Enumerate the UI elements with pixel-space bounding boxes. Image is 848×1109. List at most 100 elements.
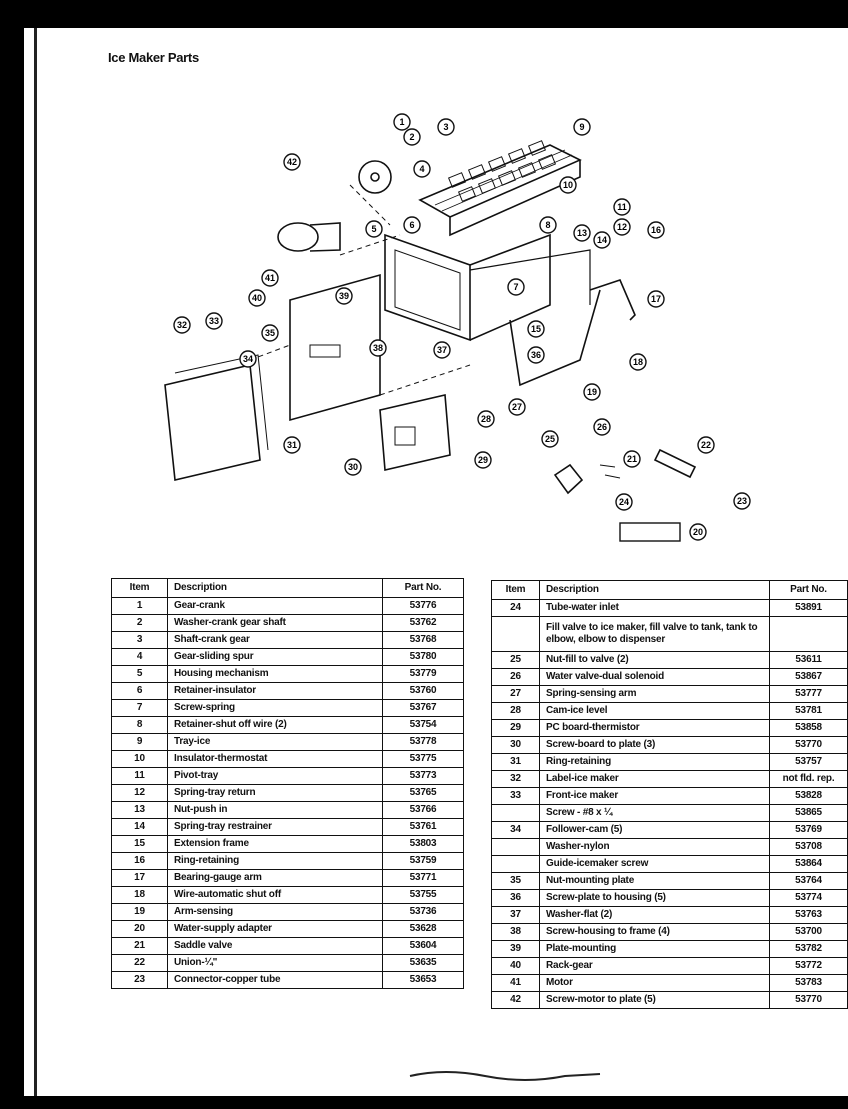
cell-part-no: 53611 xyxy=(769,651,848,669)
cell-part-no: 53776 xyxy=(382,597,464,615)
cell-description: Screw-board to plate (3) xyxy=(539,736,770,754)
cell-description: Washer-flat (2) xyxy=(539,906,770,924)
header-description: Description xyxy=(539,580,770,600)
cell-description: Washer-nylon xyxy=(539,838,770,856)
cell-part-no: 53770 xyxy=(769,736,848,754)
callout-30: 30 xyxy=(344,458,362,476)
ice-tray-shape xyxy=(418,144,582,218)
cell-part-no: 53803 xyxy=(382,835,464,853)
cell-description: Screw-housing to frame (4) xyxy=(539,923,770,941)
svg-text:18: 18 xyxy=(633,357,643,367)
cell-description: Housing mechanism xyxy=(167,665,383,683)
svg-text:19: 19 xyxy=(587,387,597,397)
callout-17: 17 xyxy=(647,290,665,308)
cell-description: Screw-spring xyxy=(167,699,383,717)
cell-description: Rack-gear xyxy=(539,957,770,975)
scan-border-left xyxy=(0,0,24,1109)
svg-text:32: 32 xyxy=(177,320,187,330)
svg-text:14: 14 xyxy=(597,235,607,245)
cell-part-no: 53772 xyxy=(769,957,848,975)
header-item: Item xyxy=(111,578,168,598)
svg-text:16: 16 xyxy=(651,225,661,235)
cell-item xyxy=(491,616,540,652)
cell-description: Spring-tray restrainer xyxy=(167,818,383,836)
cell-description: Connector-copper tube xyxy=(167,971,383,989)
mounting-plate-shape xyxy=(289,273,381,422)
svg-text:24: 24 xyxy=(619,497,629,507)
cell-part-no: 53782 xyxy=(769,940,848,958)
cell-description: Tray-ice xyxy=(167,733,383,751)
cell-part-no: 53767 xyxy=(382,699,464,717)
svg-text:20: 20 xyxy=(693,527,703,537)
table-row: Fill valve to ice maker, fill valve to t… xyxy=(491,616,848,652)
svg-text:3: 3 xyxy=(443,122,448,132)
cell-part-no: 53700 xyxy=(769,923,848,941)
cell-item: 24 xyxy=(491,599,540,617)
cell-item: 38 xyxy=(491,923,540,941)
svg-text:21: 21 xyxy=(627,454,637,464)
cell-description: Motor xyxy=(539,974,770,992)
cell-part-no: 53769 xyxy=(769,821,848,839)
cell-description: Nut-push in xyxy=(167,801,383,819)
cell-part-no: 53777 xyxy=(769,685,848,703)
callout-25: 25 xyxy=(541,430,559,448)
svg-text:11: 11 xyxy=(617,202,627,212)
cell-item: 21 xyxy=(111,937,168,955)
svg-text:1: 1 xyxy=(399,117,404,127)
cell-item: 10 xyxy=(111,750,168,768)
cell-item: 7 xyxy=(111,699,168,717)
cell-item: 13 xyxy=(111,801,168,819)
cell-item: 35 xyxy=(491,872,540,890)
sensing-arm-shape xyxy=(509,289,601,387)
motor-shape xyxy=(277,222,319,252)
svg-text:31: 31 xyxy=(287,440,297,450)
callout-41: 41 xyxy=(261,269,279,287)
cell-description: Retainer-insulator xyxy=(167,682,383,700)
callout-37: 37 xyxy=(433,341,451,359)
cell-description: Bearing-gauge arm xyxy=(167,869,383,887)
svg-text:13: 13 xyxy=(577,228,587,238)
svg-text:6: 6 xyxy=(409,220,414,230)
cell-description: Retainer-shut off wire (2) xyxy=(167,716,383,734)
cell-item: 39 xyxy=(491,940,540,958)
callout-5: 5 xyxy=(365,220,383,238)
cell-item xyxy=(491,855,540,873)
cell-part-no: 53768 xyxy=(382,631,464,649)
cell-item: 37 xyxy=(491,906,540,924)
cell-part-no: 53858 xyxy=(769,719,848,737)
cell-description: Screw - #8 x ¼ xyxy=(539,804,770,822)
svg-text:37: 37 xyxy=(437,345,447,355)
cell-part-no: 53736 xyxy=(382,903,464,921)
cell-description: Follower-cam (5) xyxy=(539,821,770,839)
cell-item: 15 xyxy=(111,835,168,853)
callout-12: 12 xyxy=(613,218,631,236)
gear-crank-shape xyxy=(358,160,392,194)
cell-item: 23 xyxy=(111,971,168,989)
cell-description: Front-ice maker xyxy=(539,787,770,805)
water-supply-adapter-shape xyxy=(619,522,681,542)
cell-part-no: 53604 xyxy=(382,937,464,955)
cell-item: 3 xyxy=(111,631,168,649)
svg-text:9: 9 xyxy=(579,122,584,132)
svg-text:8: 8 xyxy=(545,220,550,230)
cell-item: 16 xyxy=(111,852,168,870)
cell-description: Washer-crank gear shaft xyxy=(167,614,383,632)
svg-text:35: 35 xyxy=(265,328,275,338)
callout-32: 32 xyxy=(173,316,191,334)
table-header-row: Item Description Part No. xyxy=(111,578,464,598)
callout-8: 8 xyxy=(539,216,557,234)
callout-27: 27 xyxy=(508,398,526,416)
